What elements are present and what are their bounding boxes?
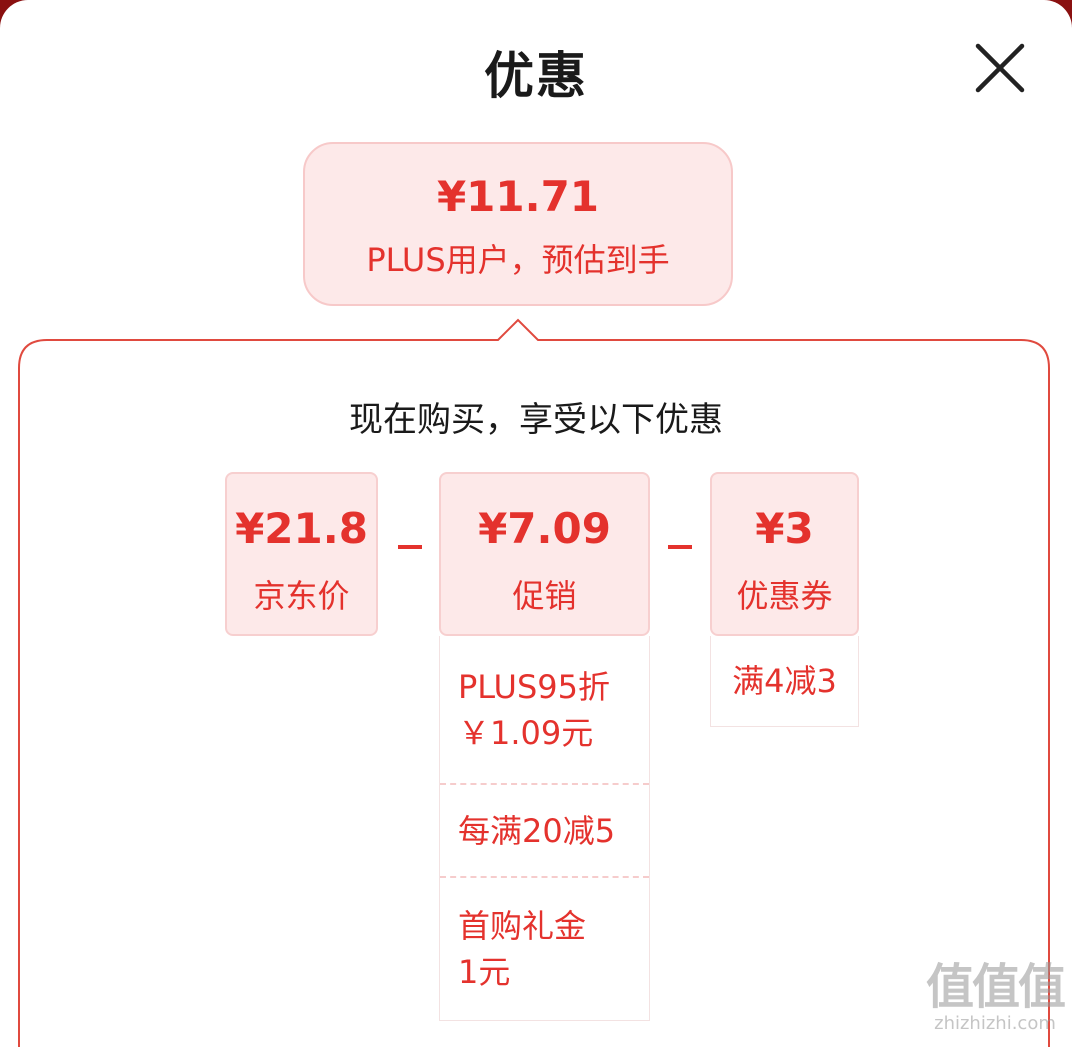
coupon-details: 满4减3 [710, 636, 859, 727]
promotion-tile: ¥7.09 促销 [439, 472, 650, 636]
estimated-price-bubble: ¥11.71 PLUS用户，预估到手 [303, 142, 733, 306]
estimated-price-label: PLUS用户，预估到手 [366, 241, 670, 279]
promotion-detail-item: PLUS95折 ￥1.09元 [440, 636, 649, 783]
coupon-detail-item: 满4减3 [711, 636, 858, 726]
jd-price-amount: ¥21.8 [235, 504, 368, 553]
promotion-amount: ¥7.09 [478, 504, 611, 553]
promotion-detail-text: 每满20减5 [458, 811, 616, 850]
watermark-logo: 值值值 zhizhizhi.com [920, 960, 1070, 1034]
promotion-detail-item: 每满20减5 [440, 783, 649, 876]
promotion-details: PLUS95折 ￥1.09元 每满20减5 首购礼金 1元 [439, 636, 650, 1021]
watermark-url: zhizhizhi.com [934, 1013, 1056, 1034]
promotion-detail-text: 首购礼金 1元 [458, 906, 587, 991]
panel-subtitle: 现在购买，享受以下优惠 [349, 400, 723, 440]
coupon-tile: ¥3 优惠券 [710, 472, 859, 636]
promotion-detail-text: PLUS95折 ￥1.09元 [458, 667, 610, 752]
minus-icon [668, 545, 692, 549]
minus-icon [398, 545, 422, 549]
close-button[interactable] [968, 36, 1032, 100]
promotion-label: 促销 [512, 577, 577, 615]
sheet-title: 优惠 [484, 47, 588, 105]
watermark-mark: 值值值 [925, 959, 1066, 1015]
coupon-label: 优惠券 [736, 577, 833, 615]
close-icon [975, 43, 1025, 93]
jd-price-label: 京东价 [253, 577, 350, 615]
estimated-price: ¥11.71 [436, 172, 600, 221]
coupon-amount: ¥3 [755, 504, 814, 553]
promotion-detail-item: 首购礼金 1元 [440, 876, 649, 1019]
jd-price-tile: ¥21.8 京东价 [225, 472, 378, 636]
coupon-detail-text: 满4减3 [732, 662, 837, 700]
